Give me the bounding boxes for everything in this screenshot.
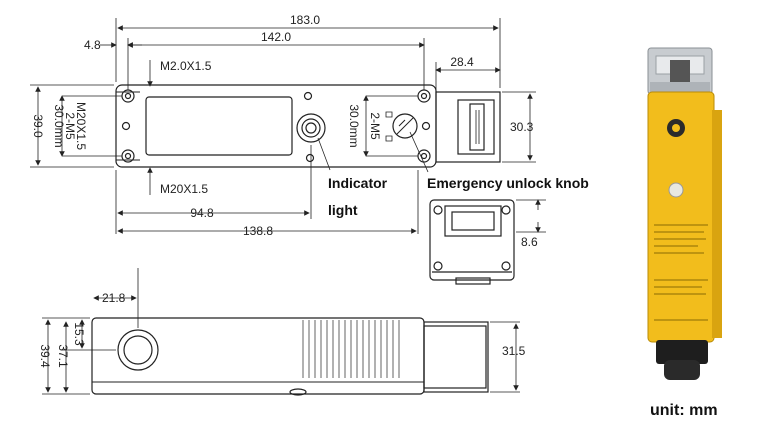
dim-head-depth: 8.6	[521, 235, 538, 249]
product-photo	[647, 47, 722, 380]
dim-body-height: 39.0	[31, 114, 45, 138]
emergency-knob	[392, 113, 418, 139]
bottom-cap	[656, 340, 708, 364]
dim-head-width: 28.4	[450, 55, 474, 69]
dim-side-b: 39.4	[38, 344, 52, 368]
side-view	[91, 317, 489, 396]
conduit-entry	[117, 329, 159, 371]
callout-indicator-line2: light	[328, 202, 358, 218]
dim-left-thread: M20X1.5	[74, 102, 88, 150]
actuator-head	[435, 91, 501, 163]
unit-label: unit: mm	[650, 402, 718, 419]
dim-overall-length: 183.0	[290, 13, 320, 27]
dim-right-spacing: 30.0mm	[347, 104, 361, 147]
dim-left-holes: 2-M5	[63, 112, 77, 140]
mount-hole-tr	[417, 89, 431, 103]
dim-conduit-center: 15.3	[72, 322, 86, 346]
dim-conduit-offset: 21.8	[102, 291, 126, 305]
dim-thread-top: M2.0X1.5	[160, 59, 212, 73]
top-view	[115, 84, 501, 168]
top-dimension-lines	[30, 18, 536, 234]
callout-indicator-line1: Indicator	[328, 175, 388, 191]
dim-thread-bottom: M20X1.5	[160, 182, 208, 196]
dim-side-head: 31.5	[502, 344, 526, 358]
dim-right-holes: 2-M5	[368, 112, 382, 140]
dim-knob-distance: 138.8	[243, 224, 273, 238]
cable-gland	[664, 360, 700, 380]
dim-left-spacing: 30.0mm	[52, 104, 66, 147]
callout-emergency: Emergency unlock knob	[427, 175, 589, 191]
end-view	[429, 199, 515, 285]
mount-hole-br	[417, 149, 431, 163]
indicator-light	[296, 113, 326, 143]
label-window	[145, 96, 293, 156]
dim-head-height: 30.3	[510, 120, 534, 134]
dim-side-a: 37.1	[56, 344, 70, 368]
photo-indicator	[668, 182, 684, 198]
screw-r	[421, 121, 431, 131]
dim-indicator-distance: 94.8	[190, 206, 214, 220]
dim-left-offset: 4.8	[84, 38, 101, 52]
dim-hole-spacing: 142.0	[261, 30, 291, 44]
screw-l	[121, 121, 131, 131]
